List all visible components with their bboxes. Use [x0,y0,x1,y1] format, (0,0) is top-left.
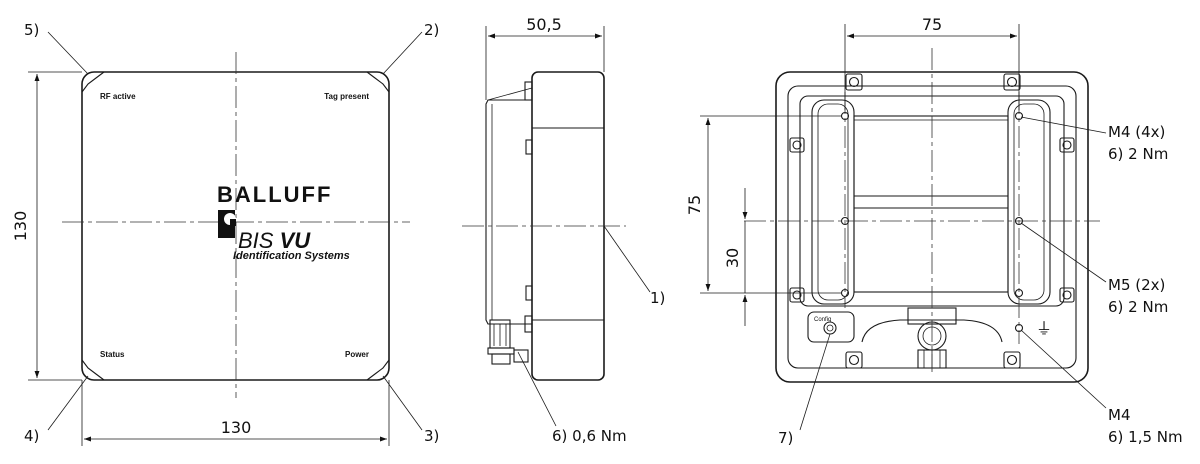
corner-mark-top-left [81,71,105,93]
callout-2: 2) [424,21,439,39]
config-button-inner [826,324,834,332]
back-rail-right [1007,99,1051,305]
product-tagline: Identification Systems [233,250,350,262]
dim-height-130: 130 [11,211,30,242]
led-label-status: Status [100,350,125,359]
led-label-power: Power [345,350,369,359]
side-view: 50,5 1) 6) 0,6 Nm [462,15,665,445]
back-view: Config ⏚ 75 75 30 M4 (4x) 6) 2 Nm M5 (2x… [685,15,1183,447]
corner-mark-bottom-right [366,359,390,381]
leader-4 [47,375,89,431]
callout-side-torque: 6) 0,6 Nm [552,427,627,445]
config-label: Config [814,317,831,323]
config-panel [807,311,855,343]
callout-m5-2x: M5 (2x) [1108,276,1165,294]
dim-width-130: 130 [221,418,252,437]
side-screw-left-top [789,137,805,153]
front-view: RF active Tag present Status Power BALLU… [11,21,439,446]
side-screw-top [524,81,533,101]
dim-back-height-75: 75 [685,195,704,215]
corner-mark-bottom-left [81,359,105,381]
led-label-rf-active: RF active [100,92,136,101]
side-screw-right-bottom [1059,287,1075,303]
dim-depth-50-5: 50,5 [526,15,562,34]
dim-back-inner-30: 30 [723,248,742,268]
leader-2 [382,31,423,75]
back-window [853,115,1009,293]
back-rail-right-inner [1013,103,1045,301]
callout-m4: M4 [1108,406,1131,424]
callout-m4-4x: M4 (4x) [1108,123,1165,141]
leader-7 [799,333,831,431]
callout-m4-torque: 6) 1,5 Nm [1108,428,1183,446]
config-button [823,321,837,335]
corner-mark-top-right [366,71,390,93]
bis-logo-icon [218,210,236,238]
front-housing-outline [81,71,390,381]
leader-3 [382,375,423,431]
leader-6-side [517,351,557,427]
product-name: BIS VU [238,228,311,253]
side-screw-mid2 [525,285,533,301]
leader-1 [603,225,651,293]
product-bold: VU [280,228,312,253]
callout-5: 5) [24,21,39,39]
leader-m5-2x [1020,222,1107,283]
callout-m4-4x-torque: 6) 2 Nm [1108,145,1168,163]
side-screw-left-bottom [789,287,805,303]
side-screw-mid1 [525,139,533,155]
callout-7: 7) [778,429,793,447]
side-back-plate [485,99,532,325]
callout-m5-2x-torque: 6) 2 Nm [1108,298,1168,316]
dim-back-width-75: 75 [922,15,942,34]
mount-screw-bottom-left [845,351,863,369]
ground-icon: ⏚ [1036,319,1052,338]
leader-m4 [1020,329,1107,409]
callout-3: 3) [424,427,439,445]
led-label-tag-present: Tag present [324,92,369,101]
side-screw-right-top [1059,137,1075,153]
callout-1: 1) [650,289,665,307]
leader-m4-4x [1020,116,1107,134]
back-rail-left-inner [817,103,849,301]
back-housing-outer [775,71,1089,383]
leader-5 [47,31,89,75]
side-connector [487,319,529,365]
side-screw-bottom [524,315,533,333]
back-rail-left [811,99,855,305]
mount-screw-bottom-right [1003,351,1021,369]
product-prefix: BIS [238,228,280,253]
callout-4: 4) [24,427,39,445]
brand-logo: BALLUFF [217,182,332,207]
mount-screw-top-right [1003,73,1021,91]
mount-screw-top-left [845,73,863,91]
